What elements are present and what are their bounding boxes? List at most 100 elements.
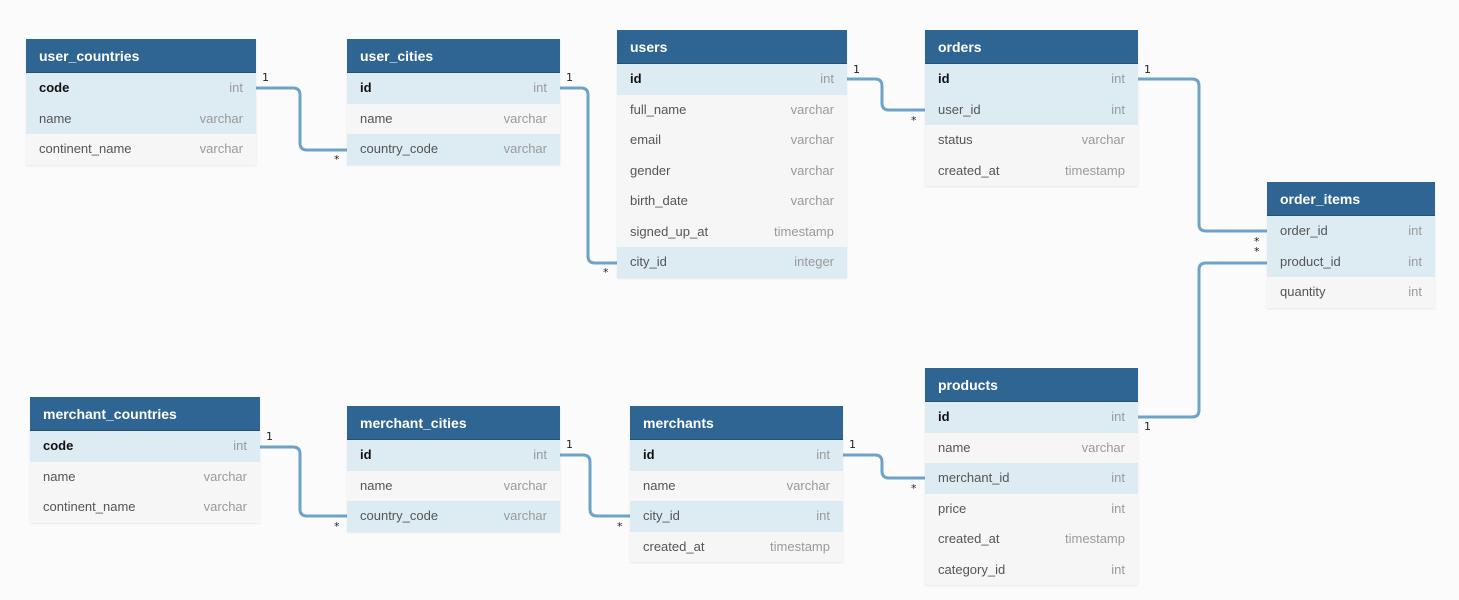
field-row[interactable]: signed_up_at timestamp (617, 217, 847, 248)
field-row[interactable]: created_at timestamp (925, 524, 1138, 555)
field-name: product_id (1280, 253, 1341, 269)
relationship-line[interactable] (843, 453, 925, 480)
field-row[interactable]: name varchar (26, 103, 256, 134)
table-header[interactable]: merchant_cities (347, 406, 560, 440)
table-header[interactable]: user_countries (26, 39, 256, 73)
field-name: signed_up_at (630, 223, 709, 239)
field-name: continent_name (43, 499, 136, 514)
relationship-line[interactable] (260, 445, 347, 518)
relationship-line[interactable] (1138, 77, 1267, 233)
field-type: int (1111, 561, 1125, 577)
relationship-line[interactable] (560, 453, 630, 518)
field-name: email (630, 132, 662, 147)
field-type: int (229, 80, 243, 95)
field-type: timestamp (1065, 531, 1125, 546)
field-name: created_at (938, 531, 1000, 546)
table-header[interactable]: products (925, 368, 1138, 402)
relationship-line[interactable] (1138, 261, 1267, 419)
field-name: created_at (643, 538, 705, 554)
field-type: varchar (503, 110, 547, 126)
table-header[interactable]: merchant_countries (30, 397, 260, 431)
field-name: full_name (630, 101, 687, 117)
field-type: int (1111, 409, 1125, 424)
field-name: created_at (938, 162, 1000, 178)
cardinality-one: 1 (566, 438, 573, 451)
field-name: name (360, 110, 393, 126)
field-row[interactable]: order_id int (1267, 216, 1435, 247)
field-type: varchar (790, 162, 834, 178)
field-name: user_id (938, 101, 981, 117)
field-type: int (816, 508, 830, 523)
field-name: order_id (1280, 223, 1328, 238)
cardinality-one: 1 (853, 63, 860, 76)
table-header[interactable]: users (617, 30, 847, 64)
cardinality-one: 1 (849, 438, 856, 451)
field-row[interactable]: product_id int (1267, 246, 1435, 277)
cardinality-one: 1 (566, 71, 573, 84)
table-header[interactable]: order_items (1267, 182, 1435, 216)
field-type: int (820, 71, 834, 86)
relationship-line[interactable] (256, 86, 347, 152)
field-row[interactable]: created_at timestamp (925, 156, 1138, 187)
field-row[interactable]: user_id int (925, 94, 1138, 125)
field-type: varchar (199, 141, 243, 156)
field-type: int (1111, 101, 1125, 117)
field-type: varchar (199, 110, 243, 126)
table-header[interactable]: user_cities (347, 39, 560, 73)
table-header[interactable]: orders (925, 30, 1138, 64)
field-name: id (630, 71, 642, 86)
field-row[interactable]: id int (617, 64, 847, 95)
field-type: int (533, 447, 547, 462)
cardinality-one: 1 (1144, 420, 1151, 433)
relationship-line[interactable] (560, 86, 617, 265)
field-name: name (39, 110, 72, 126)
field-type: int (1408, 223, 1422, 238)
field-row[interactable]: name varchar (347, 104, 560, 135)
field-type: varchar (203, 468, 247, 484)
relationship-line[interactable] (847, 77, 925, 112)
field-type: timestamp (1065, 162, 1125, 178)
field-type: int (1408, 253, 1422, 269)
field-type: timestamp (774, 223, 834, 239)
table-header[interactable]: merchants (630, 406, 843, 440)
field-name: id (938, 71, 950, 86)
field-name: quantity (1280, 284, 1326, 299)
cardinality-many: * (1254, 245, 1260, 258)
